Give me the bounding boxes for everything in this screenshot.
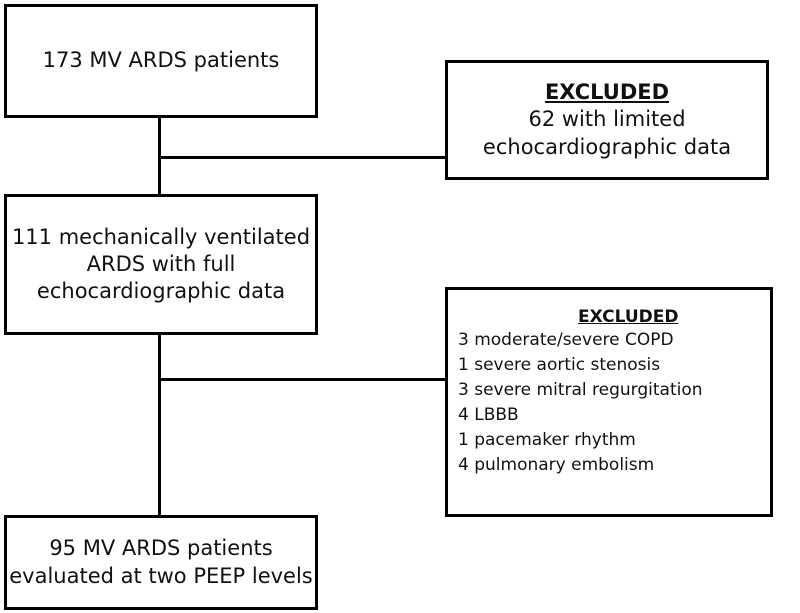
full-data-line: 111 mechanically ventilated — [11, 224, 311, 249]
excluded-line: echocardiographic data — [482, 134, 732, 159]
excluded-box-1: EXCLUDED 62 with limited echocardiograph… — [445, 60, 769, 180]
connector-horizontal-2 — [158, 378, 446, 381]
full-data-box: 111 mechanically ventilated ARDS with fu… — [4, 194, 318, 335]
excluded-line: 62 with limited — [528, 107, 686, 132]
excluded-header-1: EXCLUDED — [544, 80, 670, 105]
exclusion-item: 1 pacemaker rhythm — [458, 430, 636, 451]
exclusion-item: 4 LBBB — [458, 405, 519, 426]
connector-vertical-2 — [158, 333, 161, 517]
exclusion-item: 4 pulmonary embolism — [458, 455, 655, 476]
connector-horizontal-1 — [158, 156, 446, 159]
full-data-line: echocardiographic data — [36, 279, 286, 304]
exclusion-item: 1 severe aortic stenosis — [458, 355, 661, 376]
full-data-line: ARDS with full — [86, 251, 236, 276]
excluded-header-2: EXCLUDED — [578, 307, 679, 327]
exclusion-item: 3 moderate/severe COPD — [458, 330, 674, 351]
enrolled-text: 173 MV ARDS patients — [42, 48, 280, 73]
final-cohort-line: evaluated at two PEEP levels — [9, 563, 313, 588]
final-cohort-line: 95 MV ARDS patients — [49, 536, 273, 561]
excluded-box-2: EXCLUDED 3 moderate/severe COPD 1 severe… — [445, 287, 773, 517]
exclusion-item: 3 severe mitral regurgitation — [458, 380, 703, 401]
enrolled-box: 173 MV ARDS patients — [4, 4, 318, 118]
final-cohort-box: 95 MV ARDS patients evaluated at two PEE… — [4, 515, 318, 610]
